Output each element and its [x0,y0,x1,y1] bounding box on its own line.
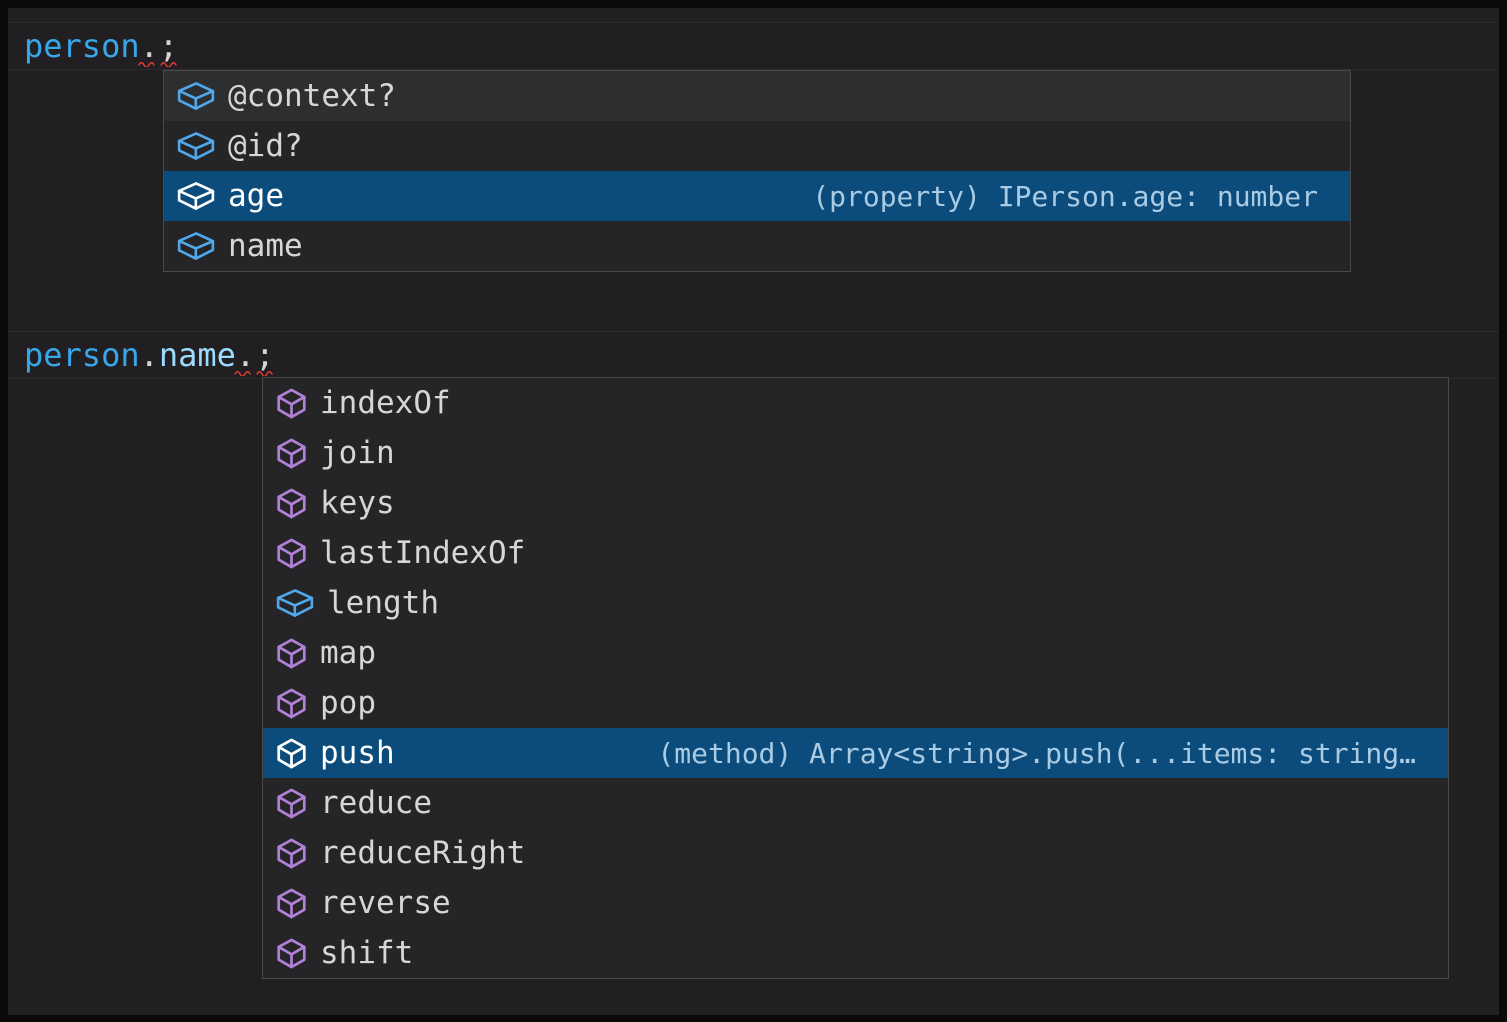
symbol-method-icon [276,438,307,469]
error-squiggle-icon [256,371,273,376]
symbol-field-icon [276,588,314,618]
suggestion-label: age [228,178,284,214]
symbol-method-icon [276,538,307,569]
code-token-dot: . [139,27,159,65]
code-line-2[interactable]: person.name.; [8,331,1499,379]
suggestion-label: map [320,635,376,671]
suggestion-item-join[interactable]: join [263,428,1448,478]
symbol-method-icon [276,638,307,669]
error-squiggle-icon [234,371,251,376]
suggestion-label: name [228,228,303,264]
suggestion-item-id[interactable]: @id? [164,121,1350,171]
symbol-field-icon [177,81,215,111]
suggestion-label: keys [320,485,395,521]
error-squiggle-icon [138,62,155,67]
code-token-property: name [158,336,236,374]
suggestion-label: reverse [320,885,451,921]
suggestion-item-reduce[interactable]: reduce [263,778,1448,828]
suggestion-item-age[interactable]: age (property) IPerson.age: number [164,171,1350,221]
suggestion-item-map[interactable]: map [263,628,1448,678]
symbol-method-icon [276,388,307,419]
symbol-field-icon [177,131,215,161]
suggestion-label: lastIndexOf [320,535,526,571]
suggestion-label: indexOf [320,385,451,421]
suggestion-detail: (property) IPerson.age: number [812,179,1318,213]
symbol-method-icon [276,738,307,769]
code-token-variable: person [24,336,140,374]
suggestion-item-reduceright[interactable]: reduceRight [263,828,1448,878]
suggestion-label: reduce [320,785,432,821]
code-token-variable: person [24,27,140,65]
code-token-dot: . [235,336,256,374]
error-squiggle-icon [160,62,177,67]
suggestion-item-push[interactable]: push (method) Array<string>.push(...item… [263,728,1448,778]
symbol-field-icon [177,231,215,261]
suggestion-label: @context? [228,78,396,114]
suggestion-label: length [327,585,439,621]
symbol-method-icon [276,938,307,969]
suggestion-item-keys[interactable]: keys [263,478,1448,528]
intellisense-suggest-widget-1: @context? @id? age (property) IPerson.ag… [163,70,1351,272]
code-line-1[interactable]: person.; [8,22,1499,70]
suggestion-label: reduceRight [320,835,526,871]
symbol-method-icon [276,488,307,519]
suggestion-item-name[interactable]: name [164,221,1350,271]
suggestion-item-indexof[interactable]: indexOf [263,378,1448,428]
code-editor[interactable]: person.; person.name.; @context? @id? [8,8,1499,1015]
suggestion-label: join [320,435,395,471]
intellisense-suggest-widget-2: indexOf join keys lastIndexOf [262,377,1449,979]
symbol-method-icon [276,838,307,869]
suggestion-item-lastindexof[interactable]: lastIndexOf [263,528,1448,578]
symbol-method-icon [276,888,307,919]
code-token-semicolon: ; [158,27,179,65]
suggestion-detail: (method) Array<string>.push(...items: st… [657,736,1416,770]
code-token-dot: . [139,336,159,374]
symbol-method-icon [276,688,307,719]
suggestion-item-context[interactable]: @context? [164,71,1350,121]
suggestion-label: @id? [228,128,303,164]
suggestion-item-length[interactable]: length [263,578,1448,628]
suggestion-item-reverse[interactable]: reverse [263,878,1448,928]
suggestion-item-pop[interactable]: pop [263,678,1448,728]
suggestion-label: push [320,735,395,771]
code-token-semicolon: ; [255,336,275,374]
symbol-method-icon [276,788,307,819]
suggestion-label: pop [320,685,376,721]
symbol-field-icon [177,181,215,211]
suggestion-label: shift [320,935,414,971]
suggestion-item-shift[interactable]: shift [263,928,1448,978]
